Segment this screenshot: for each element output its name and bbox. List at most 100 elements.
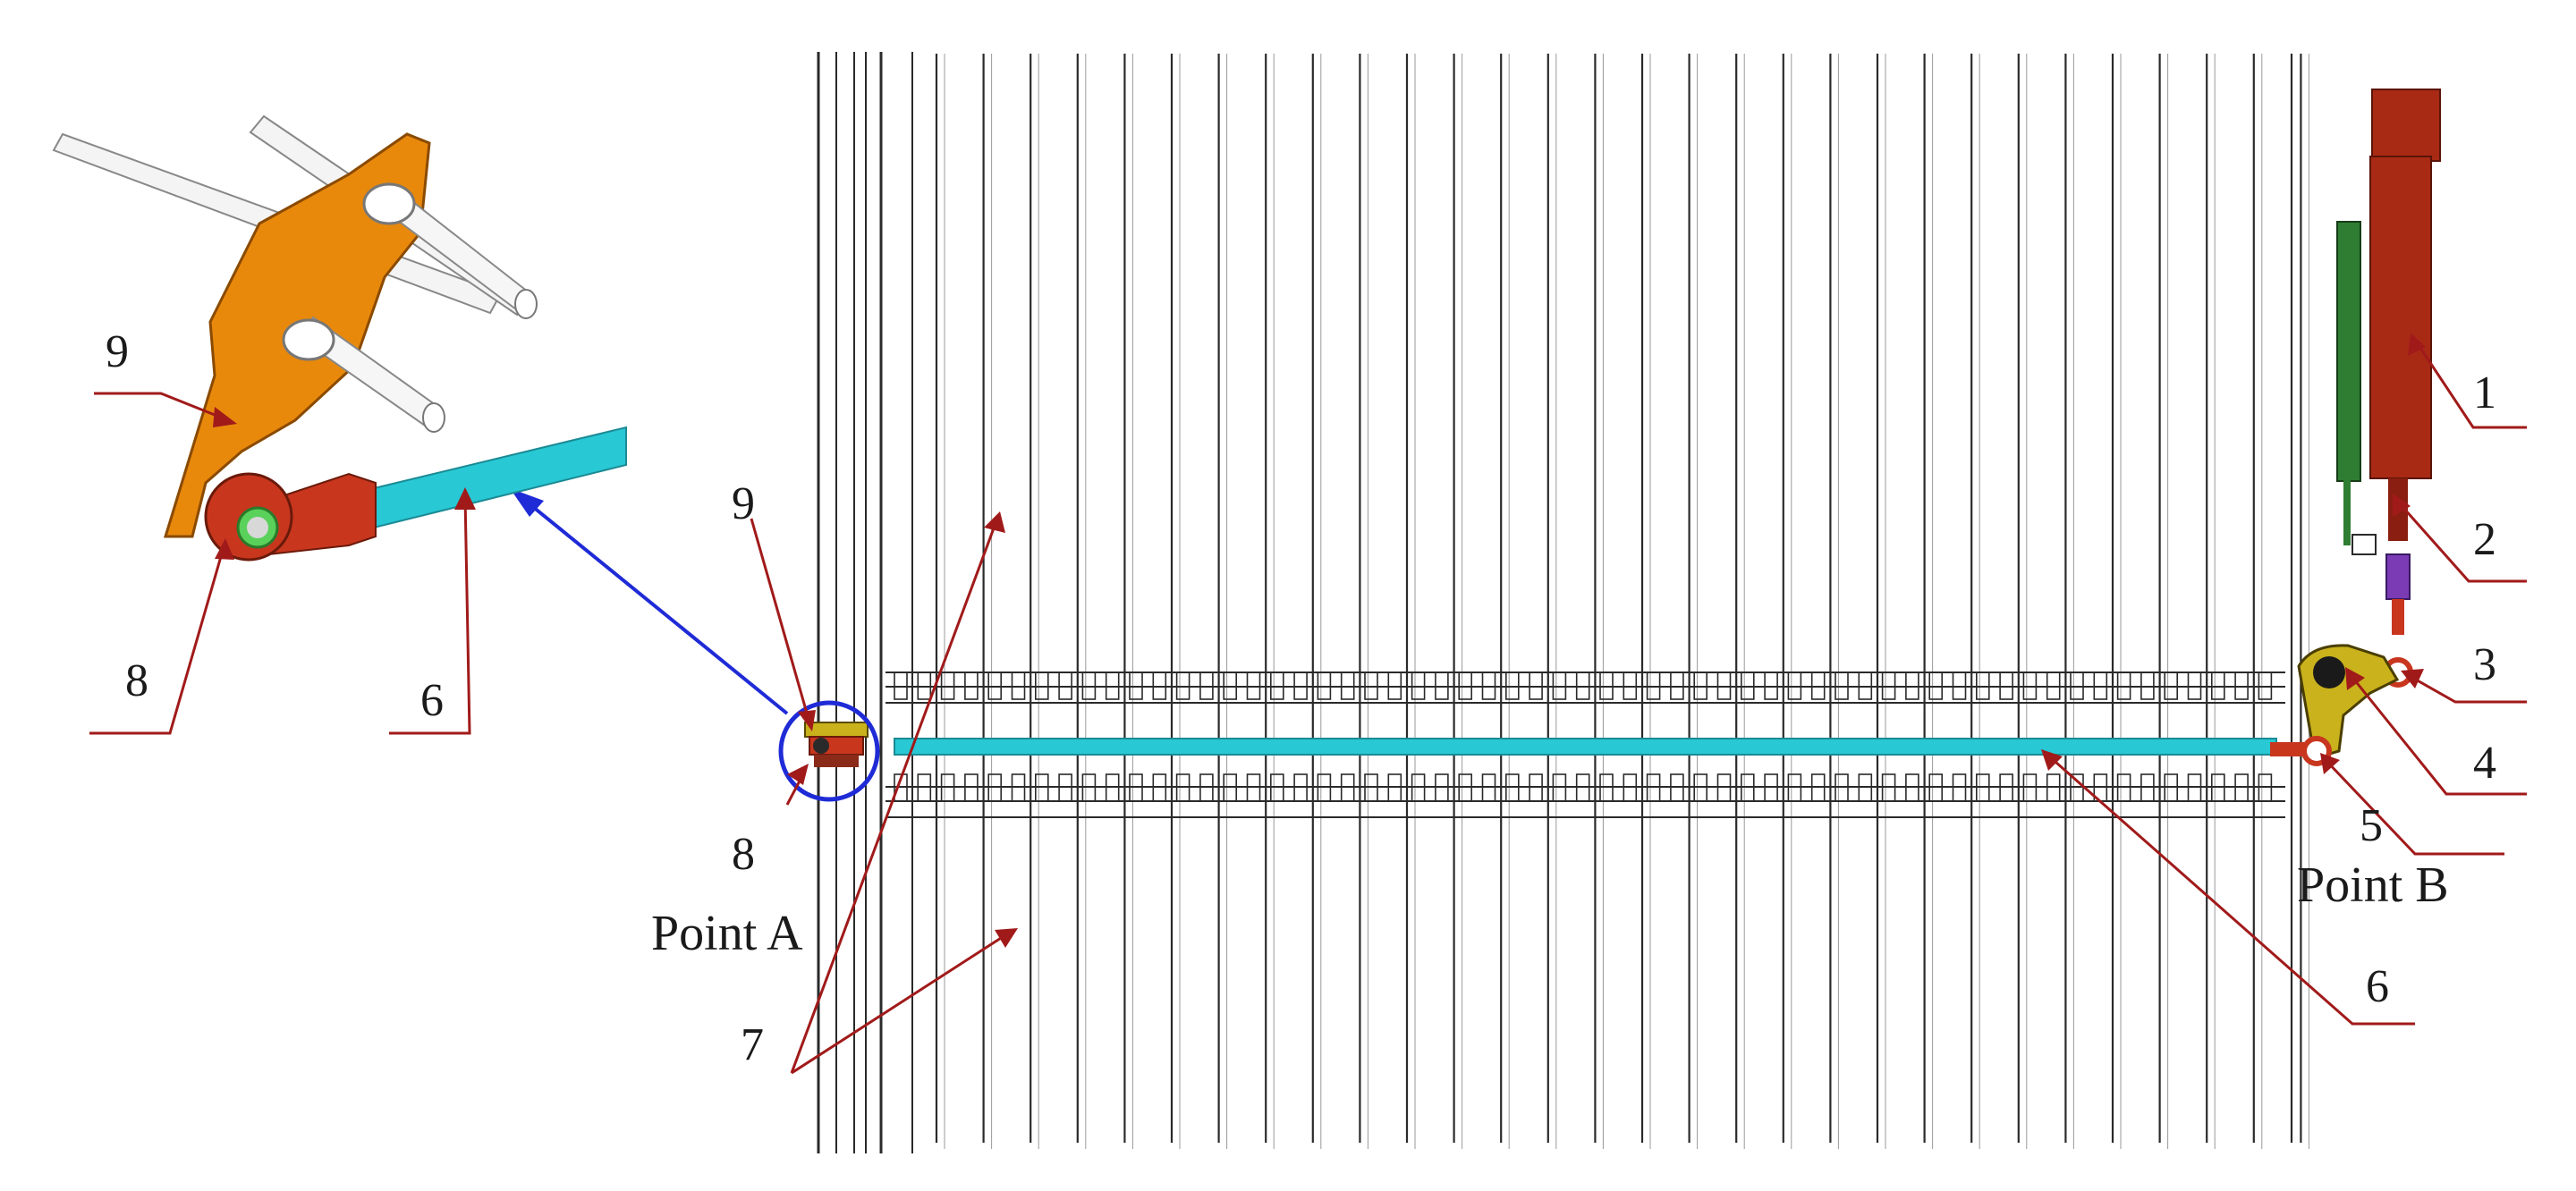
comb-tooth: [1129, 672, 1143, 700]
comb-tooth: [1529, 672, 1543, 700]
callout-center-9: 9: [732, 478, 755, 529]
comb-tooth: [1741, 773, 1755, 802]
comb-tooth: [1199, 773, 1214, 802]
comb-tooth: [1317, 672, 1332, 700]
comb-tooth: [1976, 773, 1990, 802]
detail-pointer-arrow: [510, 488, 789, 715]
comb-tooth: [1764, 672, 1778, 700]
comb-tooth: [1552, 672, 1567, 700]
comb-tooth: [2258, 672, 2273, 700]
comb-tooth: [1105, 773, 1120, 802]
comb-tooth: [1835, 672, 1849, 700]
comb-tooth: [2234, 672, 2249, 700]
callout-center-7: 7: [741, 1019, 764, 1070]
comb-tooth: [1481, 672, 1496, 700]
comb-tooth: [1529, 773, 1543, 802]
comb-tooth: [1646, 672, 1661, 700]
comb-tooth: [1810, 672, 1826, 700]
comb-tooth: [2070, 672, 2084, 700]
comb-tooth: [2022, 773, 2038, 802]
point-b-label: Point B: [2297, 857, 2449, 913]
joint-point-a: [804, 722, 869, 767]
comb-tooth: [1105, 672, 1120, 700]
comb-tooth: [1905, 672, 1919, 700]
comb-tooth: [1881, 773, 1896, 802]
hydraulic-cylinder-icon: [2336, 89, 2441, 688]
detail-circle: [778, 700, 880, 802]
bell-crank-lever: [2270, 644, 2400, 766]
comb-tooth: [2187, 672, 2202, 700]
callout-left-8: 8: [125, 655, 148, 706]
comb-tooth: [1317, 773, 1332, 802]
comb-tooth: [1575, 672, 1590, 700]
comb-tooth: [1999, 773, 2013, 802]
comb-tooth: [1223, 672, 1237, 700]
callout-center-8: 8: [732, 829, 755, 880]
comb-tooth: [1928, 773, 1943, 802]
comb-tooth: [1199, 672, 1214, 700]
comb-tooth: [1011, 773, 1026, 802]
comb-tooth: [1246, 672, 1261, 700]
comb-tooth: [1999, 672, 2013, 700]
comb-tooth: [894, 773, 908, 802]
comb-tooth: [1035, 672, 1049, 700]
comb-tooth: [1928, 672, 1943, 700]
callout-right-1: 1: [2473, 367, 2496, 418]
comb-tooth: [1435, 672, 1449, 700]
comb-tooth: [1270, 672, 1284, 700]
comb-tooth: [1952, 672, 1967, 700]
comb-tooth: [1364, 773, 1378, 802]
comb-tooth: [1340, 672, 1355, 700]
callout-left-9: 9: [106, 326, 129, 377]
comb-tooth: [1670, 672, 1684, 700]
comb-tooth: [1175, 773, 1191, 802]
comb-tooth: [2116, 672, 2131, 700]
comb-tooth: [1175, 672, 1191, 700]
comb-tooth: [1623, 773, 1638, 802]
comb-tooth: [1716, 672, 1732, 700]
structure-frame: [817, 52, 913, 1153]
comb-tooth: [1270, 773, 1284, 802]
comb-tooth: [1552, 773, 1567, 802]
callout-right-3: 3: [2473, 639, 2496, 690]
comb-tooth: [1246, 773, 1261, 802]
comb-tooth: [1129, 773, 1143, 802]
comb-tooth: [1011, 672, 1026, 700]
point-a-label: Point A: [651, 906, 803, 961]
comb-tooth: [1905, 773, 1919, 802]
comb-tooth: [917, 672, 932, 700]
comb-tooth: [1787, 773, 1802, 802]
comb-tooth: [2046, 773, 2061, 802]
comb-tooth: [2164, 773, 2178, 802]
comb-tooth: [1223, 773, 1237, 802]
comb-tooth: [2258, 773, 2273, 802]
comb-tooth: [1081, 773, 1097, 802]
comb-tooth: [894, 672, 908, 700]
comb-tooth: [2046, 672, 2061, 700]
comb-tooth: [1881, 672, 1896, 700]
comb-tooth: [1693, 773, 1707, 802]
wavy-strips: [935, 54, 2309, 1149]
leader-arrowheads: [213, 333, 2426, 948]
comb-tooth: [1858, 773, 1873, 802]
comb-tooth: [1293, 773, 1308, 802]
callout-right-2: 2: [2473, 514, 2496, 565]
callout-left-6: 6: [420, 675, 444, 726]
comb-tooth: [1764, 773, 1778, 802]
comb-tooth: [1599, 773, 1614, 802]
comb-tooth: [1599, 672, 1614, 700]
comb-tooth: [2140, 672, 2155, 700]
comb-tooth: [1364, 672, 1378, 700]
comb-tooth: [1081, 672, 1097, 700]
rod-end-joint-detail-icon: [52, 114, 627, 562]
connecting-rod: [894, 738, 2277, 756]
callout-right-6: 6: [2366, 961, 2389, 1012]
comb-tooth: [964, 773, 979, 802]
comb-tooth: [1035, 773, 1049, 802]
comb-tooth: [1810, 773, 1826, 802]
comb-tooth: [940, 672, 955, 700]
comb-tooth: [987, 773, 1002, 802]
comb-tooth: [1387, 773, 1402, 802]
comb-tooth: [2211, 773, 2225, 802]
